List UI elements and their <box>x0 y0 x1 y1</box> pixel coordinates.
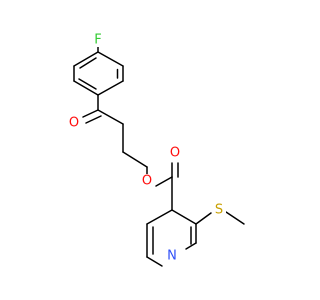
pyridine-ring <box>146 209 197 267</box>
bond <box>225 211 245 225</box>
bond <box>82 109 99 118</box>
pyridine-nitrogen-atom: N <box>165 249 179 264</box>
bond <box>171 209 197 225</box>
ester-ether-oxygen-atom: O <box>140 174 154 189</box>
sulfur-atom: S <box>212 203 226 218</box>
bond <box>122 151 148 168</box>
bond <box>73 80 99 96</box>
ketone-oxygen-atom: O <box>67 116 81 131</box>
bond <box>97 51 124 67</box>
sulfur-label: S <box>215 203 223 218</box>
pyridine-nitrogen-label: N <box>167 249 177 264</box>
structure-diagram: F O O O S N <box>67 33 245 267</box>
bond <box>146 256 163 267</box>
ester-ether-oxygen-label: O <box>142 174 152 189</box>
ester-carbonyl-oxygen-label: O <box>170 146 180 161</box>
bond <box>146 209 173 225</box>
fluorine-label: F <box>94 33 101 48</box>
bond <box>78 78 97 90</box>
ester-carbonyl-oxygen-atom: O <box>168 146 182 161</box>
bond <box>155 176 173 187</box>
bond <box>85 115 102 124</box>
fluorine-atom: F <box>91 33 105 48</box>
bond <box>97 109 124 125</box>
ketone-oxygen-label: O <box>69 116 79 131</box>
bond <box>185 242 197 250</box>
bond <box>79 57 97 69</box>
bond <box>73 51 99 67</box>
bond <box>97 80 124 96</box>
bond <box>195 212 212 225</box>
fluorophenyl-ring <box>73 51 124 96</box>
